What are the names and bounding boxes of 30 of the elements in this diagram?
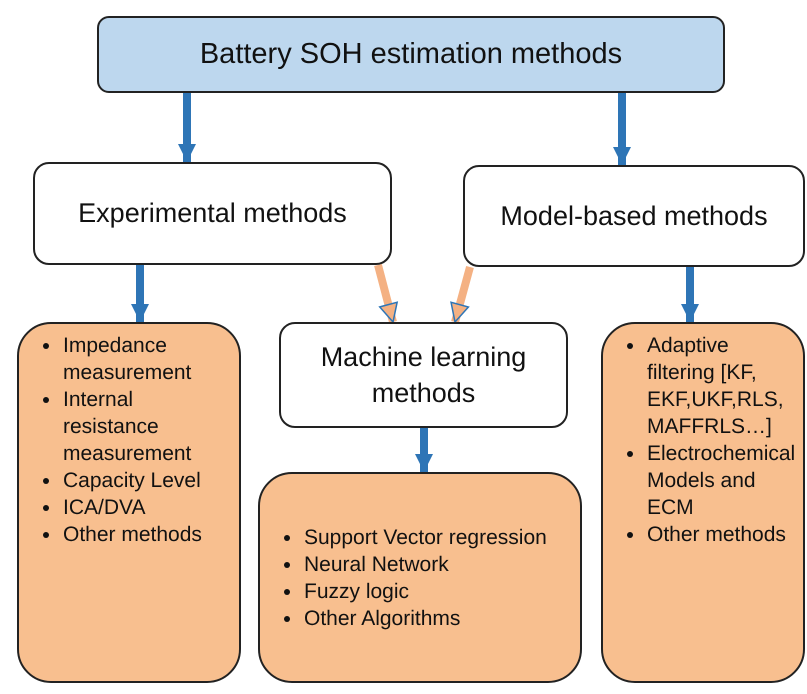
list-item: ICA/DVA bbox=[63, 496, 146, 519]
method-box bbox=[33, 162, 392, 265]
list-item: Internal resistance measurement bbox=[63, 388, 192, 465]
list-box bbox=[601, 322, 805, 683]
list-item: Other methods bbox=[63, 523, 202, 546]
list-item: Other methods bbox=[647, 523, 786, 546]
arrow bbox=[681, 267, 699, 322]
box-title: Battery SOH estimation methods bbox=[198, 36, 624, 72]
list-item: Neural Network bbox=[304, 552, 449, 576]
arrow bbox=[415, 428, 433, 472]
method-box bbox=[97, 16, 725, 93]
arrow bbox=[450, 266, 474, 324]
list-item: Support Vector regression bbox=[304, 526, 547, 548]
arrow bbox=[178, 93, 196, 162]
list-item: Impedance measurement bbox=[63, 334, 192, 384]
arrow bbox=[374, 264, 398, 324]
list-box bbox=[17, 322, 241, 683]
list-item: Adaptive filtering [KF, EKF,UKF,RLS, MAFFRLS…] bbox=[647, 334, 784, 438]
arrow bbox=[613, 93, 631, 165]
method-box bbox=[463, 165, 805, 267]
list-item: Electrochemical Models and ECM bbox=[647, 442, 796, 519]
box-title: Machine learning methods bbox=[320, 340, 528, 410]
list-item: Fuzzy logic bbox=[304, 580, 410, 602]
box-title: Experimental methods bbox=[77, 197, 348, 230]
list-box bbox=[258, 472, 582, 683]
list-item: Capacity Level bbox=[63, 469, 201, 492]
arrow bbox=[131, 265, 149, 322]
box-title: Model-based methods bbox=[499, 200, 769, 233]
list-item: Other Algorithms bbox=[304, 606, 460, 630]
method-box bbox=[279, 322, 568, 428]
